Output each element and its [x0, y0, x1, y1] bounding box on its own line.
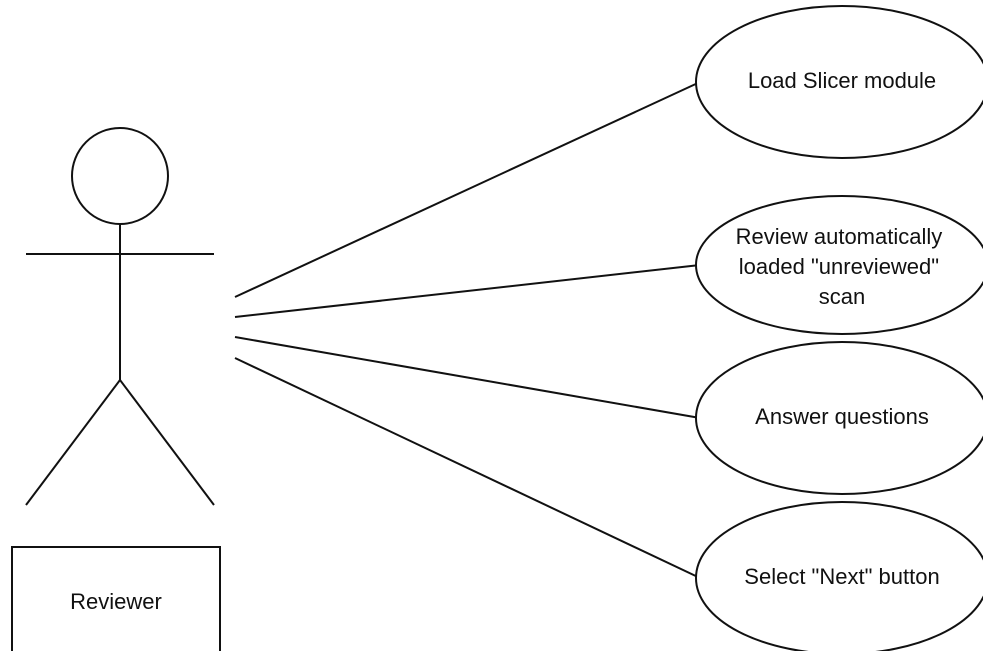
association-line — [234, 357, 701, 579]
use-case-review-scan: Review automatically loaded "unreviewed"… — [695, 195, 983, 335]
association-line — [234, 336, 701, 419]
use-case-load-slicer-module: Load Slicer module — [695, 5, 983, 159]
association-lines — [234, 81, 701, 579]
association-line — [234, 264, 701, 318]
use-case-label: Load Slicer module — [748, 68, 936, 93]
actor-right-leg — [119, 379, 215, 506]
actor-head — [71, 127, 169, 225]
actor-name: Reviewer — [70, 589, 162, 614]
actor-left-leg — [25, 379, 121, 506]
actor-figure — [25, 127, 215, 506]
association-line — [234, 81, 701, 298]
use-case-label: Review automatically loaded "unreviewed"… — [736, 224, 949, 309]
use-case-answer-questions: Answer questions — [695, 341, 983, 495]
use-case-label: Answer questions — [755, 404, 929, 429]
use-case-select-next-button: Select "Next" button — [695, 501, 983, 651]
use-case-label: Select "Next" button — [744, 564, 939, 589]
actor-name-box: Reviewer — [11, 546, 221, 651]
